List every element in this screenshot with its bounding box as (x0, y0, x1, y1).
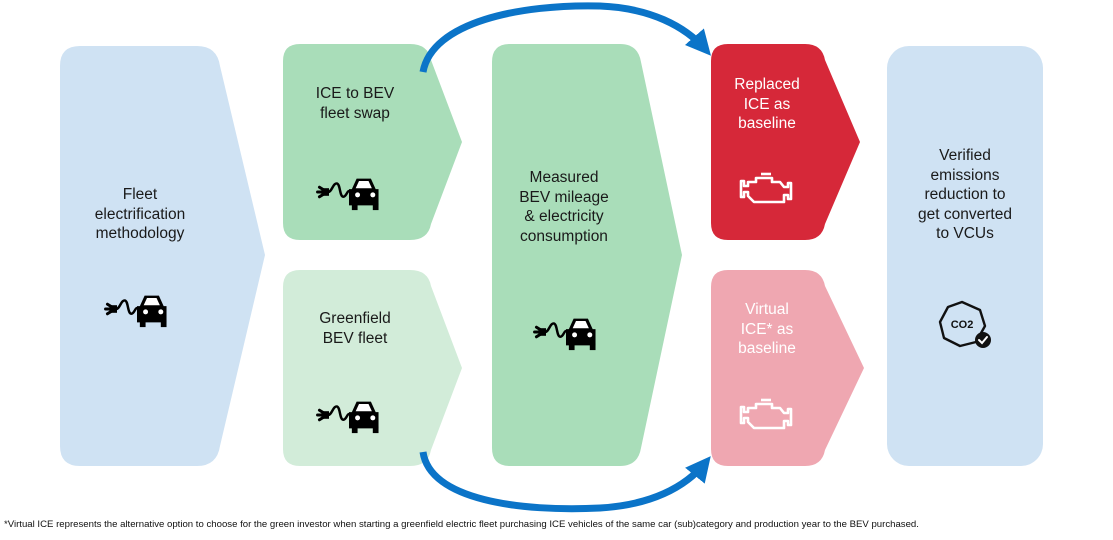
top-curved-arrow (419, 2, 711, 73)
ice-to-bev-label: ICE to BEV fleet swap (315, 85, 395, 122)
methodology-label: Fleet electrification methodology (94, 186, 186, 242)
measured-box (492, 44, 682, 466)
footnote: *Virtual ICE represents the alternative … (4, 519, 919, 530)
co2-badge-text: CO2 (951, 319, 974, 331)
measured-label: Measured BEV mileage & electricity consu… (519, 169, 609, 245)
verified-box (887, 46, 1043, 466)
virtual-ice-box (711, 270, 864, 466)
methodology-box (60, 46, 265, 466)
virtual-ice-label: Virtual ICE* as baseline (738, 301, 796, 357)
replaced-ice-label: Replaced ICE as baseline (734, 76, 800, 132)
replaced-ice-box (711, 44, 860, 240)
co2-badge-icon: CO2 (938, 300, 991, 348)
greenfield-label: Greenfield BEV fleet (319, 310, 391, 347)
ice-to-bev-box (283, 44, 462, 240)
verified-label: Verified emissions reduction to get conv… (918, 147, 1012, 242)
bottom-curved-arrow (419, 451, 711, 513)
greenfield-box (283, 270, 462, 466)
